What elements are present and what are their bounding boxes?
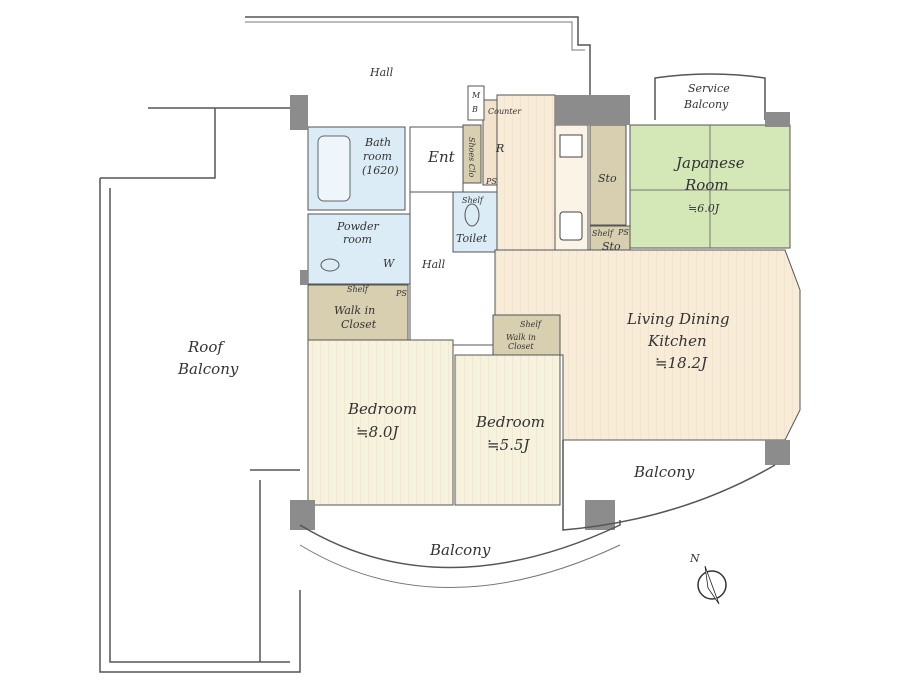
roof-balcony-label: Balcony — [177, 360, 239, 378]
shelf-label: Shelf — [520, 320, 543, 329]
balcony-bottom — [299, 520, 621, 569]
service-balcony-label: Service — [688, 82, 730, 95]
ps-label: PS — [485, 177, 497, 186]
entrance — [409, 126, 464, 193]
sto-label: Sto — [598, 172, 617, 185]
sto-small-label: Sto — [602, 240, 621, 253]
balcony-right-label: Balcony — [633, 463, 695, 481]
roof-balcony-label: Roof — [187, 338, 225, 356]
bedroom-2-label: Bedroom — [475, 413, 545, 431]
bedroom-1-label: Bedroom — [347, 400, 417, 418]
service-balcony-label: Balcony — [683, 98, 729, 111]
walls — [290, 95, 790, 530]
mb-label: M — [471, 91, 481, 100]
stove-icon — [559, 134, 583, 158]
toilet-icon — [464, 203, 480, 227]
bedroom-2-size: ≒5.5J — [487, 436, 530, 454]
walk-in-closet — [307, 284, 409, 341]
mb-closet — [467, 85, 485, 121]
walk-in-closet-small-label: Closet — [508, 342, 534, 351]
powder-room-label: room — [343, 233, 372, 246]
balcony-rail — [299, 544, 621, 588]
exterior-outlines — [99, 16, 766, 673]
ent-label: Ent — [427, 148, 456, 166]
kitchen-sink-icon — [559, 211, 583, 241]
kitchen-corridor — [496, 94, 556, 251]
compass-north-label: N — [689, 552, 700, 565]
mb-label: B — [471, 105, 478, 114]
counter-label: Counter — [488, 107, 522, 116]
sink-icon — [320, 258, 340, 272]
powder-room — [307, 213, 411, 285]
japanese-room-label: Japanese — [673, 154, 745, 172]
bedroom-2 — [454, 354, 561, 506]
washer-label: W — [383, 257, 396, 270]
powder-room-label: Powder — [336, 220, 380, 233]
hall-outer-label: Hall — [369, 66, 394, 79]
bath-label: Bath — [364, 136, 391, 149]
bedroom-1 — [307, 339, 454, 506]
ldk-label: Kitchen — [647, 332, 707, 350]
ldk-size: ≒18.2J — [655, 354, 708, 372]
shelf-label: Shelf — [592, 229, 615, 238]
ps-label: PS — [395, 289, 407, 298]
walk-in-closet-label: Closet — [341, 318, 377, 331]
toilet-label: Toilet — [456, 232, 488, 245]
balcony-right — [562, 440, 776, 531]
ldk-label: Living Dining — [626, 310, 730, 328]
japanese-room-size: ≒6.0J — [688, 202, 720, 215]
hall-inner-label: Hall — [421, 258, 446, 271]
r-label: R — [495, 142, 504, 155]
compass-icon — [697, 565, 727, 605]
small-walk-in-closet — [492, 314, 561, 356]
bath-label: room — [363, 150, 392, 163]
shelf-label: Shelf — [462, 196, 485, 205]
shelf-label: Shelf — [347, 285, 370, 294]
walk-in-closet-label: Walk in — [334, 304, 375, 317]
japanese-room-label: Room — [684, 176, 729, 194]
balcony-bottom-label: Balcony — [429, 541, 491, 559]
bedroom-1-size: ≒8.0J — [356, 423, 399, 441]
bath-label: (1620) — [362, 164, 399, 177]
shoes-closet — [462, 124, 482, 184]
shoes-clo-label: Shoes Clo — [467, 137, 476, 178]
walk-in-closet-small-label: Walk in — [506, 333, 536, 342]
ps-label: PS — [617, 228, 629, 237]
bathtub-icon — [317, 135, 351, 202]
